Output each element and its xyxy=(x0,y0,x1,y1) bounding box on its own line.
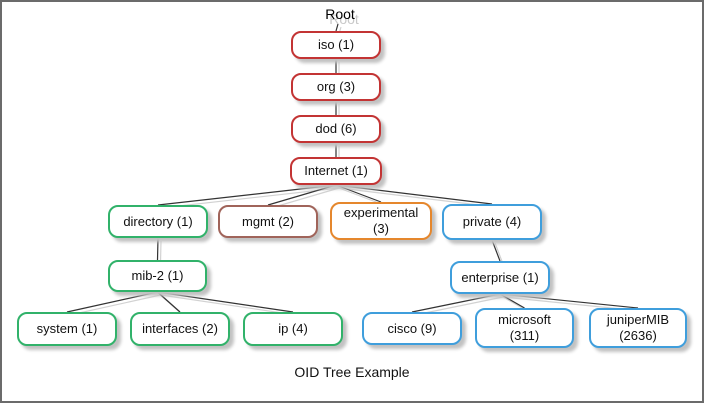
oid-tree-node-dod: dod (6) xyxy=(291,115,381,143)
oid-tree-node-ip: ip (4) xyxy=(243,312,343,346)
oid-tree-node-experimental: experimental (3) xyxy=(330,202,432,240)
oid-tree-node-org: org (3) xyxy=(291,73,381,101)
diagram-caption: OID Tree Example xyxy=(294,364,410,380)
oid-tree-node-cisco: cisco (9) xyxy=(362,312,462,345)
oid-tree-node-junipermib: juniperMIB (2636) xyxy=(589,308,687,348)
oid-tree-node-mgmt: mgmt (2) xyxy=(218,205,318,238)
oid-tree-node-internet: Internet (1) xyxy=(290,157,382,185)
root-label-shadow: Root xyxy=(329,11,359,27)
oid-tree-node-interfaces: interfaces (2) xyxy=(130,312,230,346)
oid-tree-node-system: system (1) xyxy=(17,312,117,346)
root-label: Root xyxy=(325,6,355,22)
oid-tree-node-private: private (4) xyxy=(442,204,542,240)
oid-tree-node-mib2: mib-2 (1) xyxy=(108,260,207,292)
oid-tree-node-enterprise: enterprise (1) xyxy=(450,261,550,294)
oid-tree-node-directory: directory (1) xyxy=(108,205,208,238)
oid-tree-node-iso: iso (1) xyxy=(291,31,381,59)
oid-tree-node-microsoft: microsoft (311) xyxy=(475,308,574,348)
